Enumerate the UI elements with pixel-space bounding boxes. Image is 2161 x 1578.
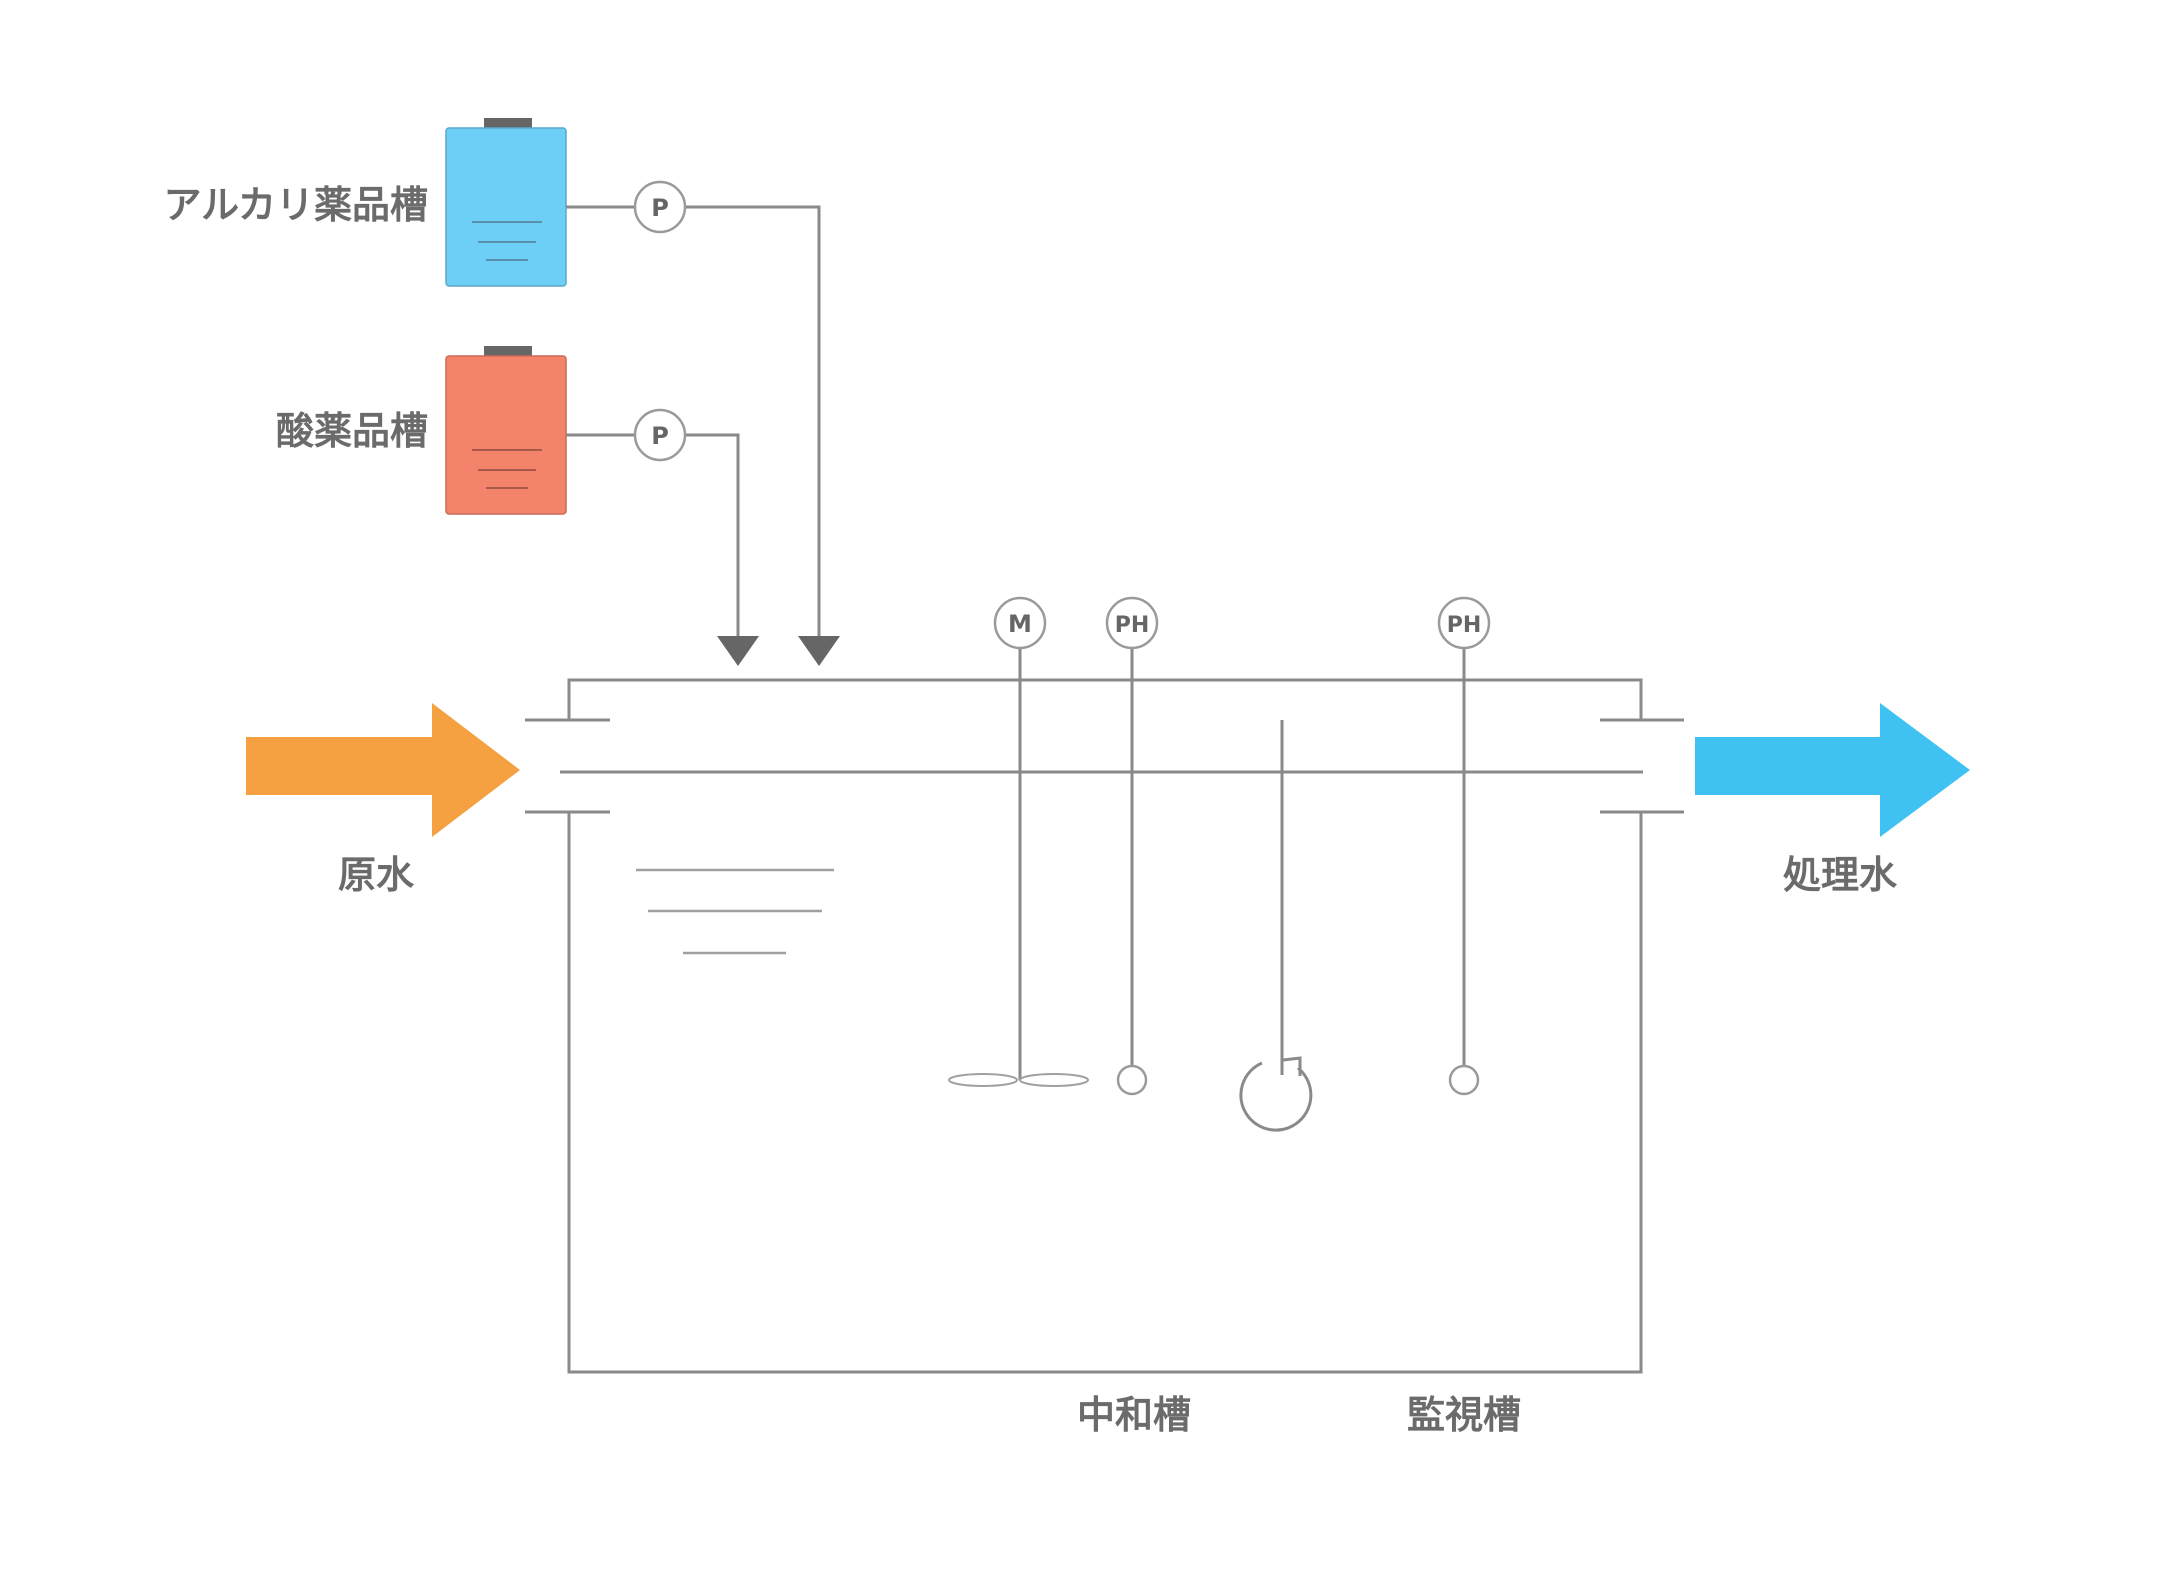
pump-label: P [651, 422, 669, 450]
alkali-dosing-arrow-head [798, 636, 840, 666]
raw-water-arrow [246, 703, 520, 837]
alkali-pump: P [633, 180, 687, 234]
acid-pump: P [633, 408, 687, 462]
acid-tank-body [445, 355, 567, 515]
motor-icon [993, 596, 1047, 650]
ph-meter-icon [1105, 596, 1159, 650]
tank-outline [567, 812, 1643, 1374]
pump-icon [633, 408, 687, 462]
ph-meter-icon [1437, 596, 1491, 650]
ph-meter-label: PH [1447, 613, 1482, 638]
pump-label: P [651, 194, 669, 222]
treated-water-label: 処理水 [1783, 853, 1898, 897]
raw-water-label: 原水 [338, 853, 415, 897]
mixer-blade-icon [1019, 1073, 1089, 1087]
neutralization-tank-label: 中和槽 [1077, 1393, 1191, 1437]
mixer: M [948, 596, 1089, 1087]
pump-icon [633, 180, 687, 234]
alkali-tank-label: アルカリ薬品槽 [164, 183, 428, 227]
ph-probe-icon [1448, 1064, 1480, 1096]
tank-outline [567, 678, 1643, 720]
acid-tank-label: 酸薬品槽 [276, 409, 428, 453]
ph-sensor-monitoring: PH [1437, 596, 1491, 1096]
acid-tank-cap [484, 346, 532, 356]
alkali-tank-body [445, 127, 567, 287]
ph-probe-icon [1116, 1064, 1148, 1096]
alkali-tank [445, 118, 567, 287]
circulation-arrow-icon [1239, 1061, 1313, 1132]
ph-sensor-neutralization: PH [1105, 596, 1159, 1096]
alkali-tank-cap [484, 118, 532, 128]
acid-dosing-pipe [685, 433, 740, 640]
circulation-arrow-head [1282, 1056, 1302, 1076]
mixer-blade-icon [948, 1073, 1018, 1087]
treated-water-arrow [1695, 703, 1970, 837]
acid-tank [445, 346, 567, 515]
acid-dosing-arrow-head [717, 636, 759, 666]
ph-meter-label: PH [1115, 613, 1150, 638]
alkali-dosing-pipe [685, 205, 821, 640]
motor-label: M [1008, 610, 1032, 638]
monitoring-tank-label: 監視槽 [1407, 1393, 1521, 1437]
